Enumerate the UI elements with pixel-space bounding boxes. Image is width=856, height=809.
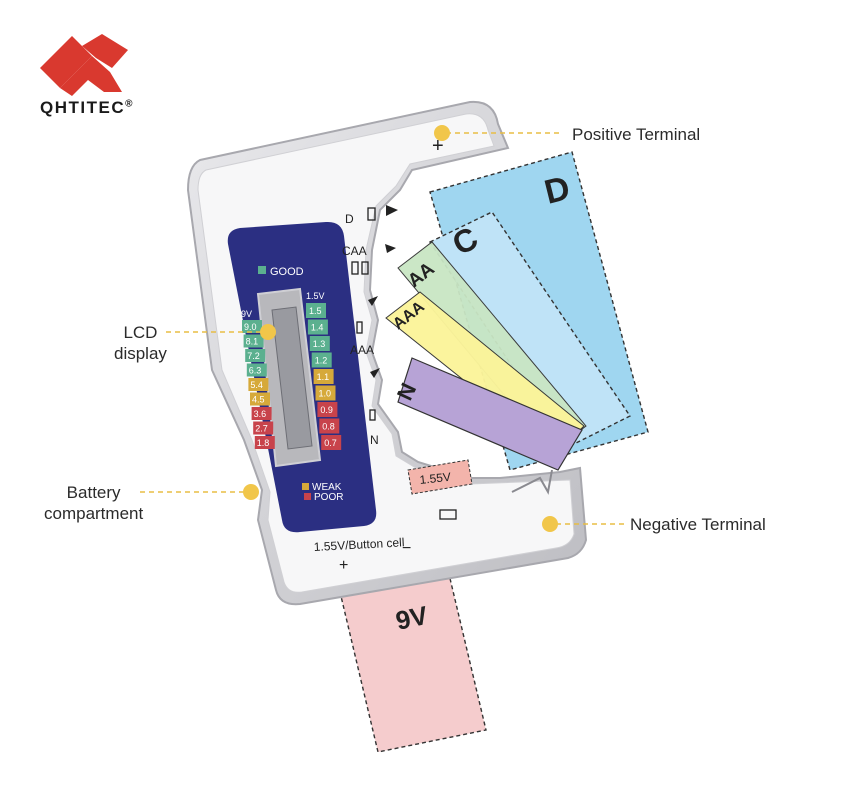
lcd-15v-segment bbox=[306, 303, 326, 318]
bottom-minus-sign: − bbox=[402, 540, 411, 557]
brand-logo-icon bbox=[40, 34, 128, 96]
brand-name-text: QHTITEC bbox=[40, 98, 126, 117]
negative-terminal-callout: Negative Terminal bbox=[630, 515, 766, 534]
lcd-15v-segment bbox=[307, 319, 328, 335]
positive-terminal-callout: Positive Terminal bbox=[572, 125, 701, 144]
slot-label-n: N bbox=[370, 433, 379, 447]
nine-volt-label: 9V bbox=[393, 600, 431, 636]
lcd-15v-segment bbox=[315, 385, 336, 401]
nine-volt-battery: 9V bbox=[339, 569, 487, 753]
lcd-9v-value: 3.6 bbox=[254, 409, 267, 419]
lcd-weak-label: WEAK bbox=[312, 482, 342, 493]
lcd-9v-scale: 9.0 8.1 7.2 6.3 5.4 4.5 3.6 2.7 1.8 bbox=[242, 320, 275, 449]
slot-label-d: D bbox=[345, 212, 354, 226]
lcd-display-callout-line1: LCD bbox=[123, 323, 158, 342]
arrow-icon bbox=[368, 296, 378, 306]
lcd-15v-value: 0.8 bbox=[322, 422, 335, 432]
battery-compartment-dot bbox=[243, 484, 259, 500]
lcd-9v-segment bbox=[253, 421, 274, 435]
battery-compartment-callout: Battery compartment bbox=[44, 482, 143, 524]
lcd-good-label: GOOD bbox=[270, 266, 304, 278]
lcd-15v-segment bbox=[321, 435, 342, 450]
lcd-15v-value: 1.5 bbox=[309, 306, 322, 316]
lcd-9v-segment bbox=[250, 392, 270, 406]
lcd-15v-value: 0.9 bbox=[320, 405, 333, 415]
n-battery: N bbox=[392, 357, 583, 471]
positive-terminal-dot bbox=[434, 125, 450, 141]
lcd-9v-value: 6.3 bbox=[249, 366, 262, 376]
lcd-display-callout-line2: display bbox=[114, 344, 167, 363]
slot-label-aaa: AAA bbox=[350, 343, 374, 357]
lcd-9v-segment bbox=[248, 378, 269, 391]
lcd-15v-value: 1.3 bbox=[313, 339, 326, 349]
lcd-15v-value: 1.4 bbox=[311, 323, 324, 333]
lcd-9v-value: 2.7 bbox=[255, 424, 268, 434]
aaa-cell-icon bbox=[356, 321, 363, 334]
lcd-display-callout: LCD display bbox=[114, 322, 167, 364]
lcd-15v-segment bbox=[311, 352, 332, 368]
d-cell-icon bbox=[367, 207, 376, 221]
button-cell-battery-label: 1.55V bbox=[419, 470, 452, 487]
lcd-15v-value: 1.1 bbox=[317, 372, 330, 382]
aa-cell-icon bbox=[361, 261, 369, 275]
c-cell-icon bbox=[351, 261, 359, 275]
lcd-9v-value: 9.0 bbox=[244, 322, 257, 332]
lcd-15v-value: 0.7 bbox=[324, 438, 337, 448]
n-cell-icon bbox=[369, 409, 376, 421]
registered-mark: ® bbox=[125, 98, 134, 110]
good-swatch bbox=[258, 266, 266, 274]
lcd-15v-value: 1.2 bbox=[315, 356, 328, 366]
negative-terminal-dot bbox=[542, 516, 558, 532]
lcd-15v-segment bbox=[317, 402, 338, 417]
lcd-9v-segment bbox=[242, 320, 262, 333]
lcd-9v-value: 8.1 bbox=[246, 337, 259, 347]
lcd-15v-segment bbox=[313, 369, 334, 384]
weak-swatch bbox=[302, 483, 309, 490]
battery-compartment-callout-line1: Battery bbox=[66, 483, 121, 502]
lcd-15v-value: 1.0 bbox=[319, 389, 332, 399]
top-plus-sign: + bbox=[432, 135, 444, 157]
lcd-15v-segment bbox=[319, 418, 340, 434]
lcd-15v-header: 1.5V bbox=[306, 291, 325, 301]
lcd-9v-segment bbox=[246, 363, 267, 377]
c-battery: C bbox=[428, 211, 632, 449]
lcd-poor-label: POOR bbox=[314, 492, 343, 503]
callout-leaders bbox=[140, 125, 624, 532]
lcd-15v-scale: 1.5 1.4 1.3 1.2 1.1 1.0 0.9 0.8 0.7 bbox=[306, 303, 342, 450]
button-cell-icon bbox=[439, 509, 457, 520]
button-cell-battery: 1.55V bbox=[407, 459, 473, 495]
lcd-9v-value: 4.5 bbox=[252, 395, 265, 405]
lcd-9v-segment bbox=[254, 436, 275, 449]
lcd-display-dot bbox=[260, 324, 276, 340]
lcd-9v-value: 7.2 bbox=[247, 351, 260, 361]
lcd-9v-value: 1.8 bbox=[257, 438, 270, 448]
slot-labels: D CAA AAA N 1.55V/Button cell + − + bbox=[313, 135, 457, 574]
button-cell-label: 1.55V/Button cell bbox=[313, 535, 404, 554]
battery-compartment-callout-line2: compartment bbox=[44, 504, 144, 523]
lcd-9v-header: 9V bbox=[241, 309, 252, 319]
bottom-plus-sign: + bbox=[339, 557, 348, 574]
lcd-9v-segment bbox=[251, 407, 272, 420]
slot-label-caa: CAA bbox=[342, 244, 367, 258]
lcd-panel: GOOD 9V 1.5V 9.0 8.1 7.2 6.3 5.4 4.5 3.6 2.7 1.8… bbox=[227, 221, 377, 533]
lcd-15v-segment bbox=[309, 336, 330, 351]
negative-contact-spring bbox=[511, 469, 553, 495]
lcd-9v-segment bbox=[243, 334, 264, 348]
arrow-icon bbox=[370, 368, 380, 378]
lcd-9v-segment bbox=[245, 349, 266, 362]
lcd-9v-value: 5.4 bbox=[250, 380, 263, 390]
arrow-icon bbox=[385, 244, 396, 253]
brand-name: QHTITEC® bbox=[40, 98, 134, 118]
arrow-icon bbox=[386, 205, 398, 216]
poor-swatch bbox=[304, 493, 311, 500]
